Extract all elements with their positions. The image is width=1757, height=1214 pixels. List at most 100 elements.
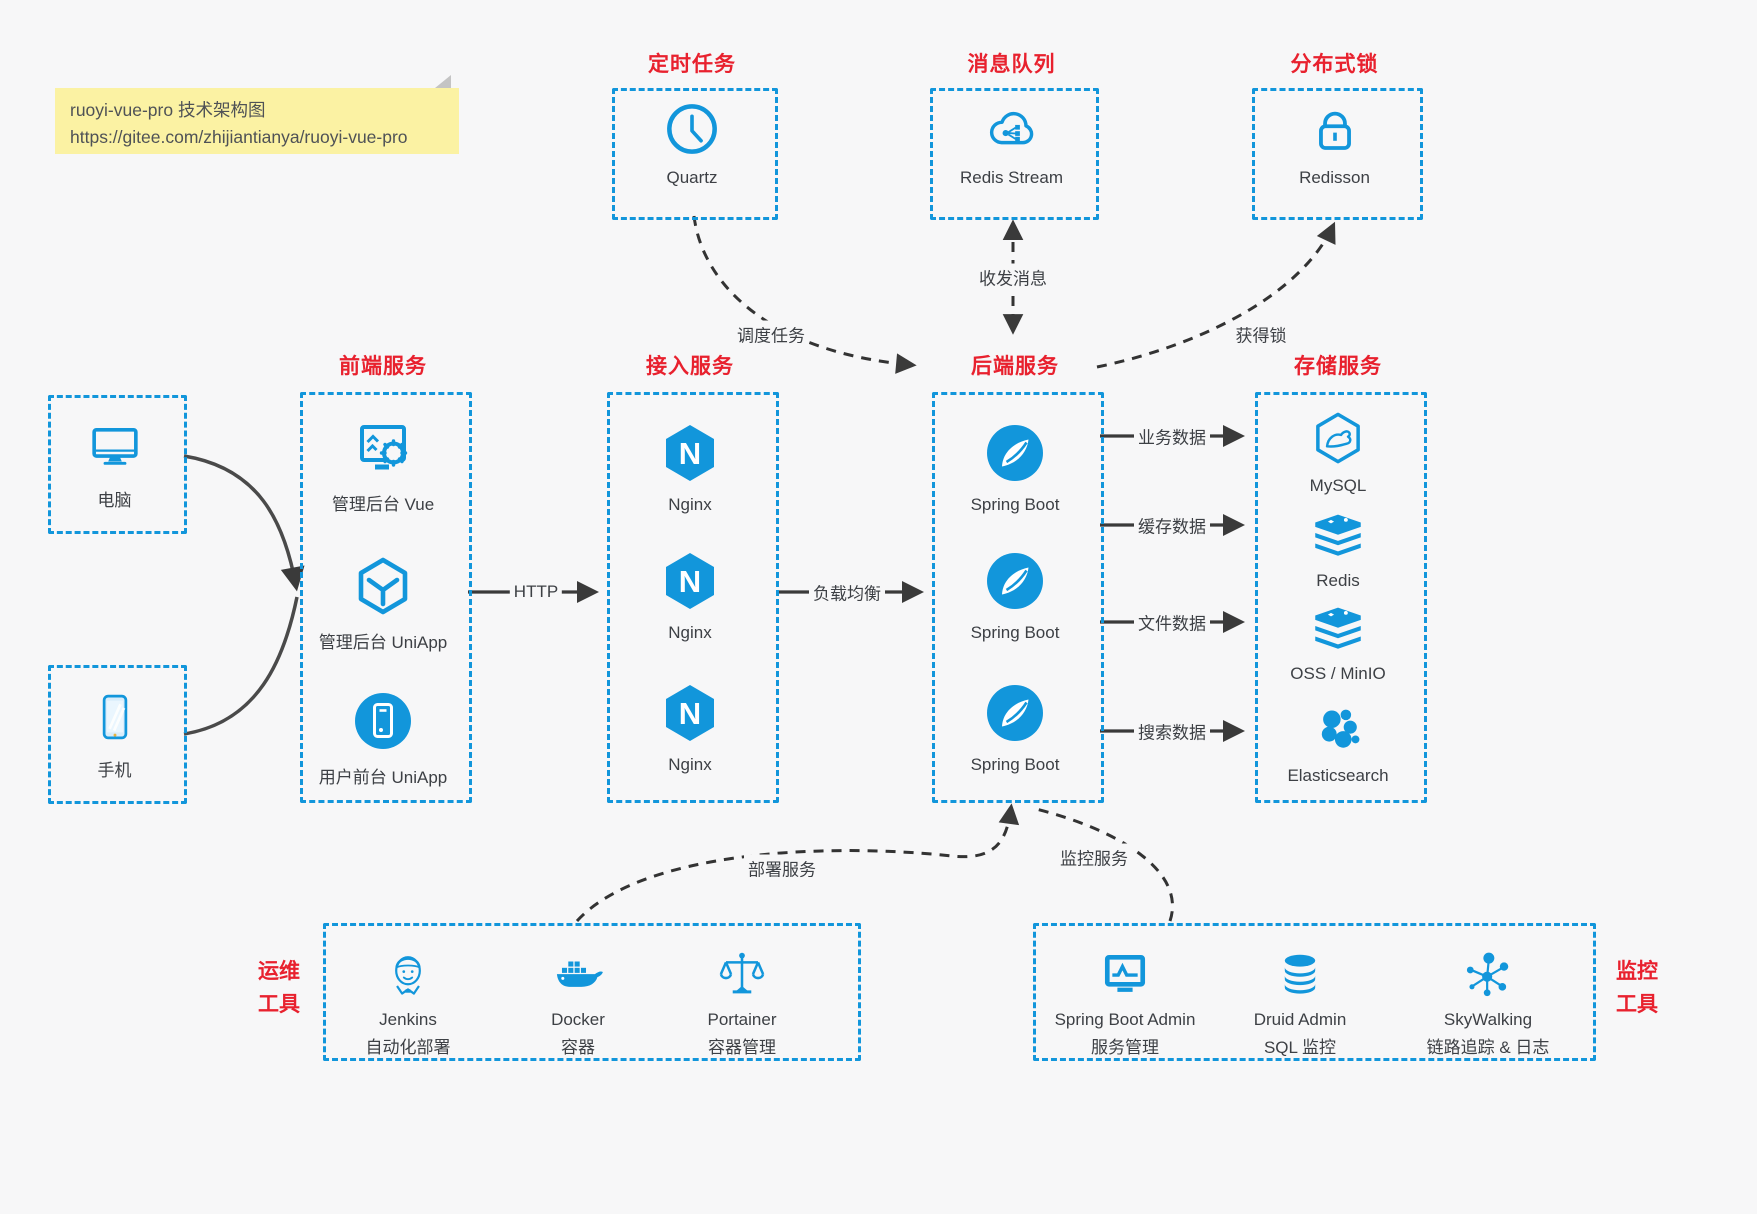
sba-monitor-icon <box>1098 948 1152 1002</box>
group-box-ops <box>323 923 861 1061</box>
group-title-monitoring-line1: 监控 <box>1616 960 1658 983</box>
item-name: Jenkins <box>379 1010 437 1029</box>
edge-label-monitor-service: 监控服务 <box>1056 843 1132 871</box>
access-item-nginx-2: N Nginx <box>607 549 773 643</box>
portainer-icon <box>715 948 769 1002</box>
monitoring-item-druid: Druid Admin SQL 监控 <box>1220 948 1380 1058</box>
item-label: Spring Boot <box>970 495 1060 514</box>
frontend-item-admin-uniapp: 管理后台 UniApp <box>300 554 466 653</box>
edge-label-send-receive-msg: 收发消息 <box>975 263 1051 291</box>
edge-label-deploy-service: 部署服务 <box>744 854 820 882</box>
svg-text:N: N <box>679 436 701 471</box>
item-label: Nginx <box>668 755 712 774</box>
item-name: Portainer <box>707 1010 777 1029</box>
group-title-monitoring: 监控 工具 <box>1606 956 1668 1021</box>
item-label: Redis <box>1316 571 1360 590</box>
item-name: Docker <box>551 1010 605 1029</box>
client-box-pc <box>48 395 187 534</box>
client-phone: 手机 <box>48 688 181 781</box>
access-item-nginx-3: N Nginx <box>607 681 773 775</box>
item-label: 用户前台 UniApp <box>318 768 448 787</box>
item-name: Spring Boot Admin <box>1054 1010 1196 1029</box>
spring-boot-icon <box>983 549 1047 613</box>
item-label: OSS / MinIO <box>1290 664 1386 683</box>
item-label: MySQL <box>1309 476 1367 495</box>
edge-label-load-balance: 负载均衡 <box>809 578 885 606</box>
item-desc: 服务管理 <box>1091 1038 1159 1057</box>
edge-label-file-data: 文件数据 <box>1134 608 1210 636</box>
group-box-monitoring <box>1033 923 1596 1061</box>
cloud-stream-icon <box>983 100 1041 158</box>
client-pc: 电脑 <box>48 418 181 511</box>
item-label: 手机 <box>97 761 132 780</box>
edge-acquire-lock <box>1096 221 1336 369</box>
note-url: https://gitee.com/zhijiantianya/ruoyi-vu… <box>70 127 408 148</box>
note-fold-corner <box>435 75 451 88</box>
edge-label-search-data: 搜索数据 <box>1134 717 1210 745</box>
storage-item-redis: Redis <box>1255 505 1421 591</box>
item-desc: 容器 <box>561 1038 595 1057</box>
nginx-icon: N <box>658 681 722 745</box>
user-app-icon <box>351 689 415 753</box>
group-title-ops: 运维 工具 <box>248 956 310 1021</box>
edge-label-acquire-lock: 获得锁 <box>1231 320 1291 348</box>
item-label: Redisson <box>1299 168 1370 187</box>
backend-item-spring-3: Spring Boot <box>932 681 1098 775</box>
edge-pc-to-frontend <box>183 454 305 592</box>
client-box-phone <box>48 665 187 804</box>
edge-schedule-task <box>692 215 917 374</box>
group-title-storage: 存储服务 <box>1294 355 1382 378</box>
skywalking-icon <box>1461 948 1515 1002</box>
edge-label-schedule-task: 调度任务 <box>733 320 809 348</box>
edge-deploy-service <box>575 803 1020 923</box>
group-box-distlock <box>1252 88 1423 220</box>
nginx-icon: N <box>658 421 722 485</box>
spring-boot-icon <box>983 421 1047 485</box>
jenkins-icon <box>381 948 435 1002</box>
edge-monitor-service <box>1031 806 1174 922</box>
group-title-monitoring-line2: 工具 <box>1616 992 1658 1016</box>
backend-item-spring-1: Spring Boot <box>932 421 1098 515</box>
uniapp-cube-icon <box>351 554 415 618</box>
spring-boot-icon <box>983 681 1047 745</box>
item-name: SkyWalking <box>1443 1010 1533 1029</box>
distlock-item: Redisson <box>1252 100 1417 188</box>
item-label: Redis Stream <box>960 168 1063 187</box>
item-label: 电脑 <box>97 491 132 510</box>
group-title-distlock: 分布式锁 <box>1290 53 1379 76</box>
svg-text:N: N <box>679 564 701 599</box>
group-title-ops-line2: 工具 <box>258 992 300 1016</box>
edge-phone-to-frontend <box>183 596 299 736</box>
item-label: Nginx <box>668 623 712 642</box>
monitoring-item-skywalking: SkyWalking 链路追踪 & 日志 <box>1393 948 1583 1058</box>
item-desc: SQL 监控 <box>1263 1038 1337 1057</box>
group-box-frontend <box>300 392 472 803</box>
mysql-icon <box>1310 410 1366 466</box>
item-label: Nginx <box>668 495 712 514</box>
note-title: ruoyi-vue-pro 技术架构图 <box>70 100 266 120</box>
group-title-backend: 后端服务 <box>971 355 1059 378</box>
item-label: Spring Boot <box>970 755 1060 774</box>
nginx-icon: N <box>658 549 722 613</box>
storage-item-oss-minio: OSS / MinIO <box>1255 598 1421 684</box>
backend-item-spring-2: Spring Boot <box>932 549 1098 643</box>
item-label: 管理后台 Vue <box>331 495 435 514</box>
group-title-ops-line1: 运维 <box>258 960 300 983</box>
mobile-icon <box>86 688 144 746</box>
item-label: Quartz <box>666 168 718 187</box>
edge-label-cache-data: 缓存数据 <box>1134 511 1210 539</box>
edge-label-http: HTTP <box>509 581 563 603</box>
sticky-note: ruoyi-vue-pro 技术架构图 https://gitee.com/zh… <box>55 75 459 154</box>
storage-item-elasticsearch: Elasticsearch <box>1255 700 1421 786</box>
clock-icon <box>663 100 721 158</box>
frontend-item-admin-vue: 管理后台 Vue <box>300 416 466 515</box>
group-box-scheduler <box>612 88 778 220</box>
ops-item-portainer: Portainer 容器管理 <box>672 948 812 1058</box>
frontend-item-user-uniapp: 用户前台 UniApp <box>300 689 466 788</box>
item-label: 管理后台 UniApp <box>318 633 448 652</box>
access-item-nginx-1: N Nginx <box>607 421 773 515</box>
mq-item: Redis Stream <box>930 100 1093 188</box>
item-desc: 自动化部署 <box>365 1038 451 1057</box>
svg-text:N: N <box>679 696 701 731</box>
